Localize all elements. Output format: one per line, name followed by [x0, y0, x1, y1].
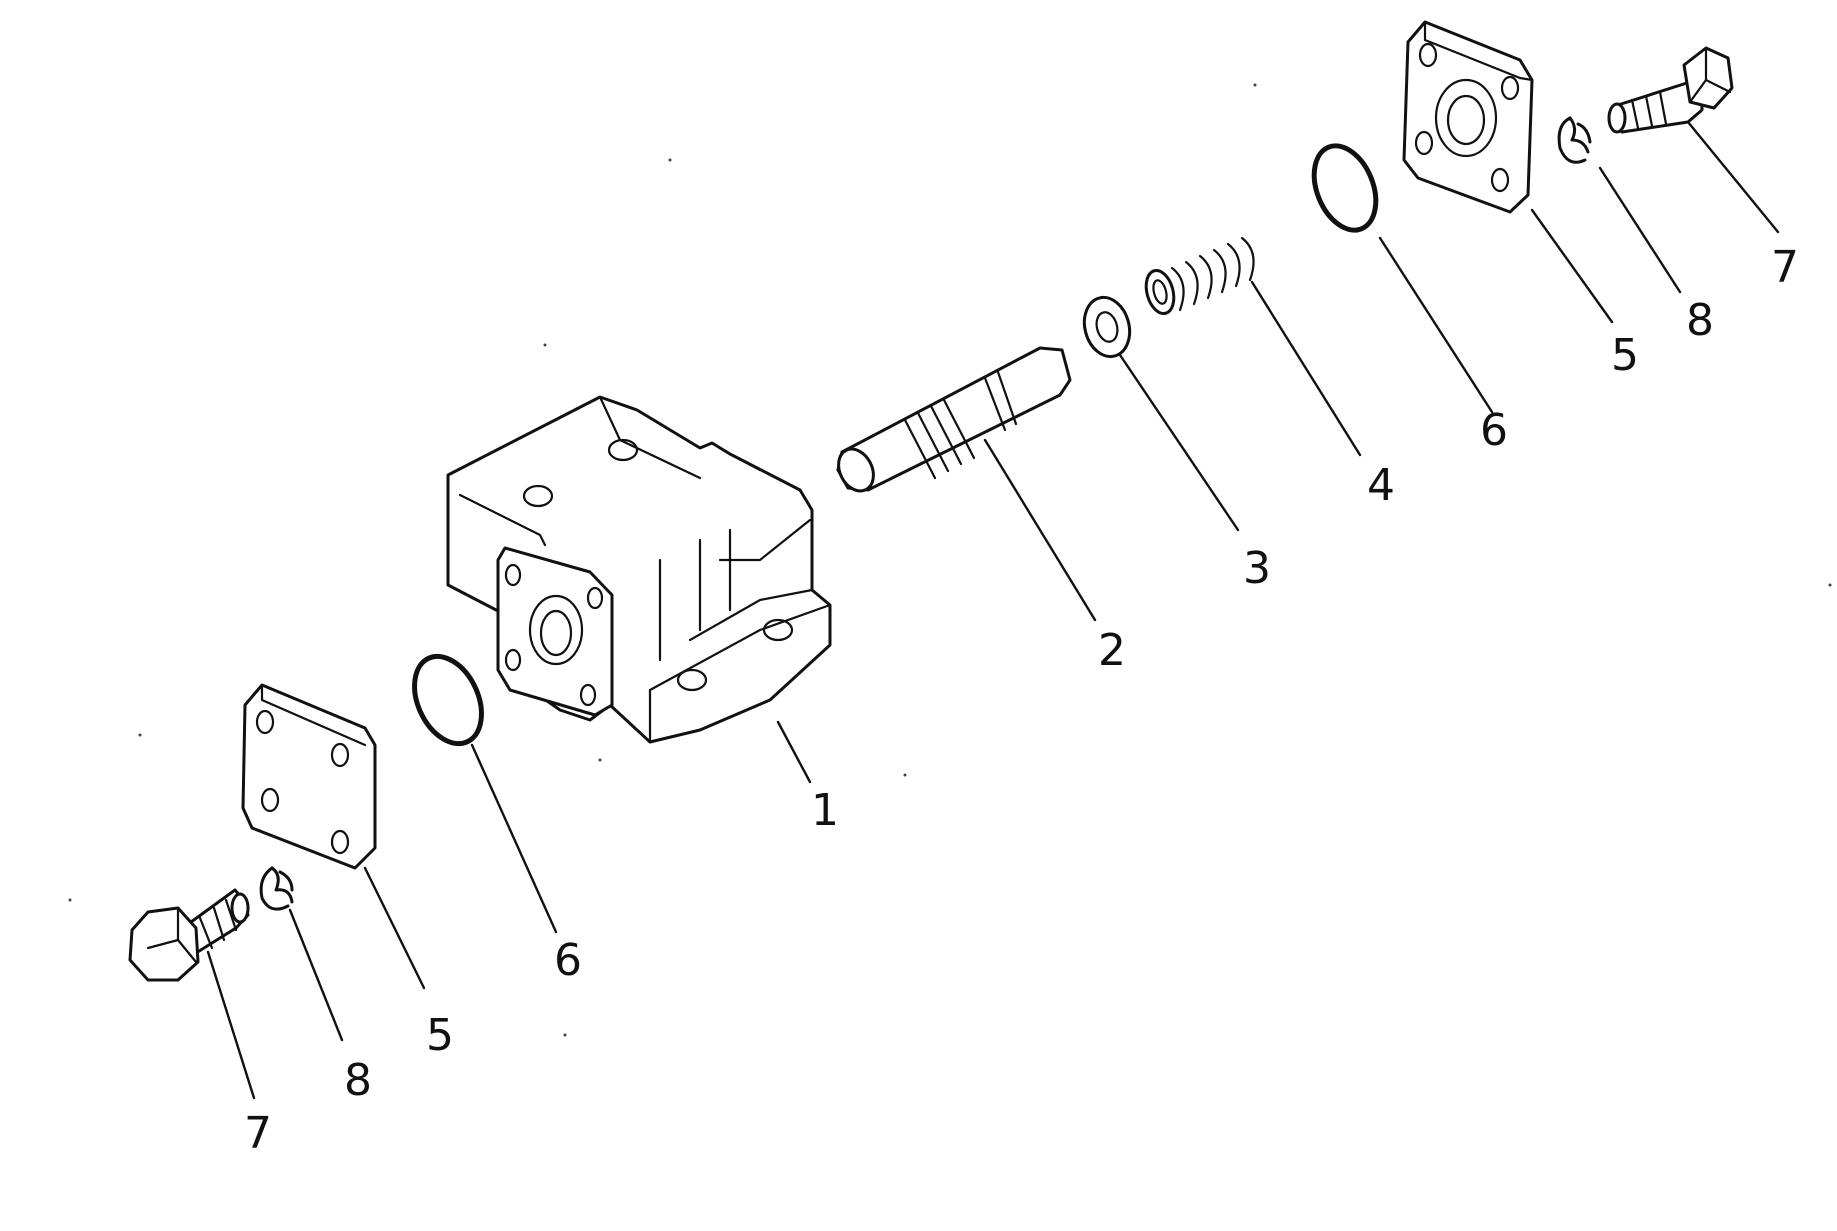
callout-7-upper: 7 — [1771, 242, 1799, 293]
callout-5-upper: 5 — [1611, 330, 1639, 381]
spring-part-4 — [1144, 236, 1255, 316]
flange-cover-part-5-lower — [241, 683, 377, 870]
washer-part-3 — [1082, 295, 1132, 359]
callout-3: 3 — [1243, 543, 1271, 594]
o-ring-part-6-upper — [1311, 143, 1379, 233]
lock-washer-part-8-lower — [259, 866, 294, 911]
scan-speckles — [68, 83, 1832, 1037]
bolt-part-7-upper — [1607, 46, 1734, 134]
callout-2: 2 — [1098, 625, 1126, 676]
lock-washer-part-8-upper — [1557, 116, 1592, 164]
flange-cover-part-5-upper — [1402, 20, 1534, 214]
o-ring-part-6-lower — [412, 653, 484, 747]
callout-8-lower: 8 — [344, 1055, 372, 1106]
callout-7-lower: 7 — [244, 1108, 272, 1159]
valve-body-part-1 — [446, 395, 832, 744]
callout-labels: 1 2 3 4 5 6 7 8 5 6 7 8 — [244, 242, 1799, 1159]
callout-5-lower: 5 — [426, 1010, 454, 1061]
callout-4: 4 — [1367, 460, 1395, 511]
bolt-part-7-lower — [128, 888, 250, 982]
spool-part-2 — [836, 346, 1072, 493]
callout-6-lower: 6 — [554, 935, 582, 986]
leader-lines — [206, 120, 1780, 1100]
callout-6-upper: 6 — [1480, 405, 1508, 456]
callout-8-upper: 8 — [1686, 295, 1714, 346]
callout-1: 1 — [811, 785, 839, 836]
